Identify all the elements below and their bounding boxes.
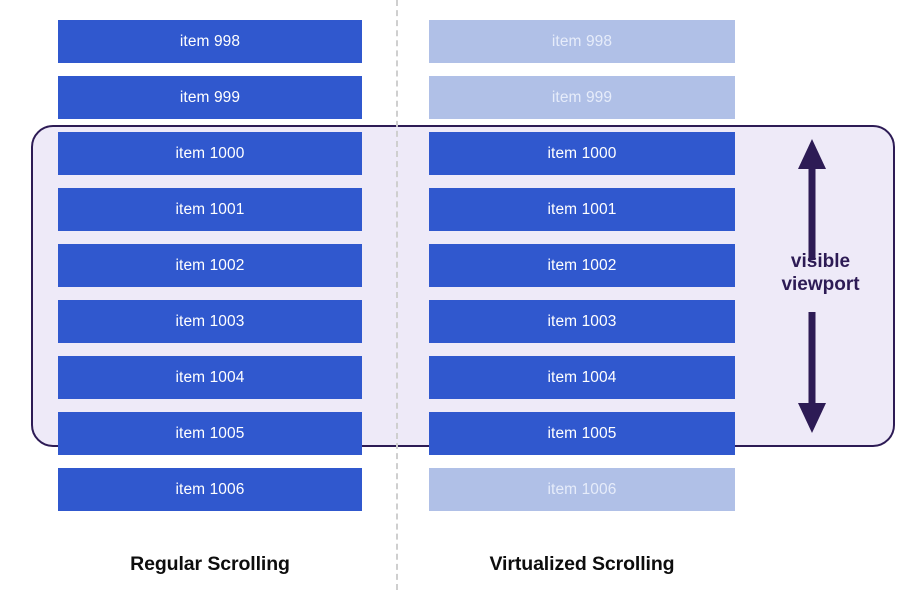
virtualized-scrolling-title: Virtualized Scrolling [489, 553, 675, 575]
list-item: item 1006 [429, 468, 735, 511]
list-item: item 999 [429, 76, 735, 119]
list-item: item 999 [58, 76, 362, 119]
list-item: item 1003 [58, 300, 362, 343]
list-item: item 1005 [58, 412, 362, 455]
list-item: item 998 [429, 20, 735, 63]
list-item: item 1005 [429, 412, 735, 455]
list-item: item 1002 [429, 244, 735, 287]
double-arrow-icon [798, 139, 826, 433]
viewport-caption: visible viewport [746, 250, 895, 296]
viewport-caption-line-1: visible [790, 251, 851, 272]
list-item: item 1004 [429, 356, 735, 399]
list-item: item 998 [58, 20, 362, 63]
viewport-caption-line-2: viewport [781, 274, 860, 296]
list-item: item 1003 [429, 300, 735, 343]
column-divider [396, 0, 398, 590]
list-item: item 1004 [58, 356, 362, 399]
list-item: item 1002 [58, 244, 362, 287]
list-item: item 1001 [58, 188, 362, 231]
viewport-extent-arrow: visible viewport [746, 125, 895, 447]
list-item: item 1000 [58, 132, 362, 175]
list-item: item 1006 [58, 468, 362, 511]
list-item: item 1000 [429, 132, 735, 175]
list-item: item 1001 [429, 188, 735, 231]
regular-scrolling-title: Regular Scrolling [130, 553, 290, 575]
